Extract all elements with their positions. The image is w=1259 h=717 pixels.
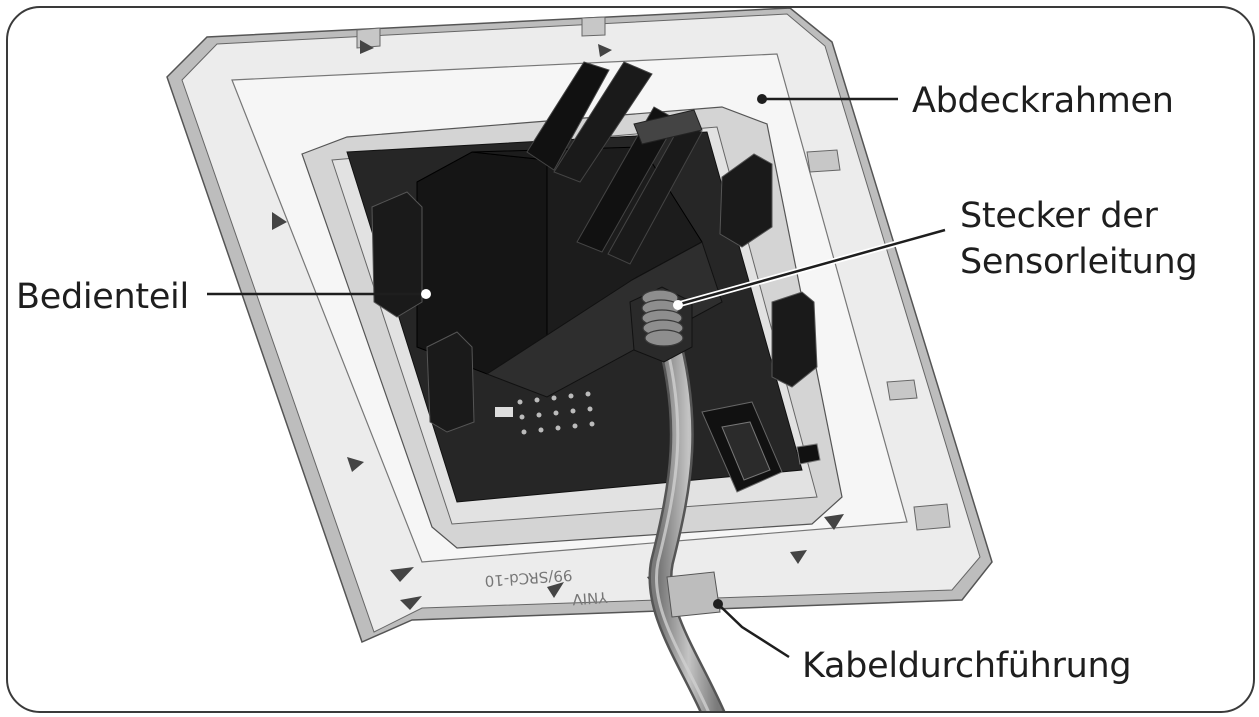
- leader-line-plug: [679, 228, 946, 306]
- label-stecker-line2: Sensorleitung: [960, 242, 1198, 282]
- control-unit: [346, 61, 821, 503]
- leader-dot-control: [421, 289, 431, 299]
- label-kabeldurchfuehrung: Kabeldurchführung: [802, 646, 1132, 686]
- sensor-cable: [648, 320, 726, 711]
- label-abdeckrahmen: Abdeckrahmen: [912, 81, 1174, 121]
- label-stecker-line1: Stecker der: [960, 196, 1158, 236]
- device-illustration: 99/SRCd-10 YNIV: [166, 8, 993, 711]
- diagram-frame: 99/SRCd-10 YNIV Abdeckrahmen Stecker der…: [6, 6, 1255, 713]
- leader-dot-frame: [757, 94, 767, 104]
- leader-lines: [207, 94, 946, 659]
- sensor-plug: [629, 286, 693, 363]
- label-bedienteil: Bedienteil: [16, 277, 189, 317]
- leader-dot-plug: [673, 300, 683, 310]
- leader-line-cable-entry: [717, 603, 790, 659]
- cable-entry-notch: [666, 571, 723, 618]
- embossed-text-2: YNIV: [571, 588, 609, 609]
